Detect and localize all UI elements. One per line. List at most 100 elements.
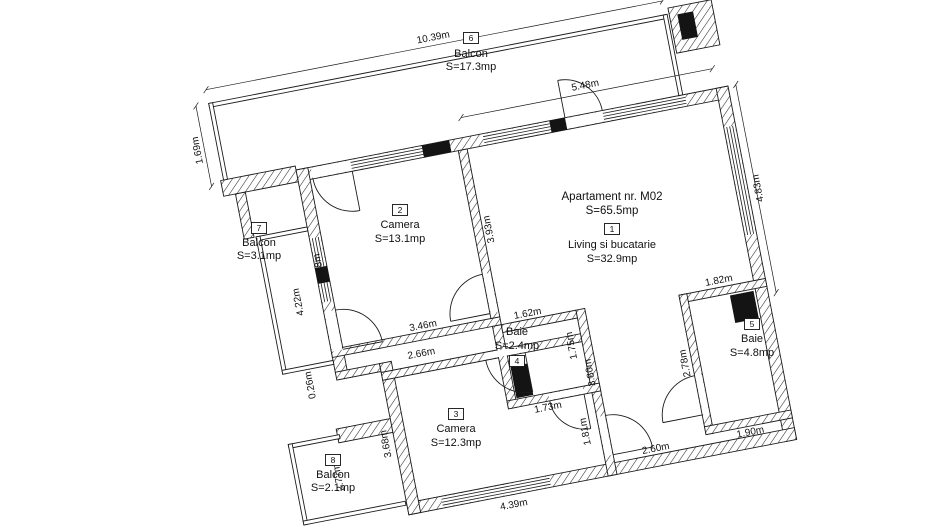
room-label-balcon-6: 6 Balcon S=17.3mp xyxy=(446,32,496,73)
dim-3-80: 3.80m xyxy=(583,358,599,387)
shaft-baie5 xyxy=(729,290,759,323)
room-number-box-7 xyxy=(251,222,267,234)
room-number-box-8 xyxy=(325,454,341,466)
room-label-balcon-7: 7 Balcon S=3.1mp xyxy=(237,222,281,262)
dim-3-46: 3.46m xyxy=(408,318,437,334)
room-name-baie-4: Baie xyxy=(506,326,528,338)
room-number-1: 1 xyxy=(610,224,615,234)
room-number-7: 7 xyxy=(257,223,262,233)
room-number-box-3 xyxy=(448,408,464,420)
room-number-8: 8 xyxy=(331,455,336,465)
room-name-balcon-6: Balcon xyxy=(454,48,488,60)
door-openings xyxy=(310,111,710,457)
dim-5-48: 5.48m xyxy=(571,78,600,94)
room-number-box-1 xyxy=(604,223,620,235)
apartment-area: S=65.5mp xyxy=(586,205,639,217)
door-camera2-entry xyxy=(449,273,491,322)
window-living-top-2 xyxy=(602,95,687,122)
window-living-right xyxy=(724,125,756,236)
room-number-box-4 xyxy=(509,355,525,367)
wall-camera2-bottom xyxy=(330,316,502,359)
wall-baie4-top xyxy=(500,309,578,334)
dim-4-83: 4.83m xyxy=(750,173,766,202)
dim-4-39: 4.39m xyxy=(499,497,528,513)
dim-3-88: 3.88m xyxy=(311,253,327,282)
room-label-camera-3: 3 Camera S=12.3mp xyxy=(431,408,481,449)
dim-1-81: 1.81m xyxy=(578,417,594,446)
room-area-living: S=32.9mp xyxy=(587,253,637,265)
door-baie4 xyxy=(549,394,592,430)
room-label-baie-5: 5 Baie S=4.8mp xyxy=(730,318,774,359)
door-camera3-entry xyxy=(485,352,534,394)
room-area-balcon-6: S=17.3mp xyxy=(446,61,496,73)
dim-0-26: 0.26m xyxy=(303,370,319,399)
pier-top-1 xyxy=(421,140,452,158)
dim-1-73: 1.73m xyxy=(533,400,562,416)
room-name-balcon-7: Balcon xyxy=(242,237,276,249)
door-arcs xyxy=(312,79,703,456)
pier-top-2 xyxy=(549,117,568,133)
room-area-camera-3: S=12.3mp xyxy=(431,437,481,449)
room-area-balcon-7: S=3.1mp xyxy=(237,250,281,262)
room-area-camera-2: S=13.1mp xyxy=(375,233,425,245)
room-label-living: Apartament nr. M02 S=65.5mp 1 Living si … xyxy=(562,191,663,265)
room-area-balcon-8: S=2.1mp xyxy=(311,482,355,494)
dim-1-82: 1.82m xyxy=(704,273,733,289)
door-living-hall xyxy=(605,414,653,456)
apartment-title: Apartament nr. M02 xyxy=(562,191,663,203)
room-name-balcon-8: Balcon xyxy=(316,469,350,481)
room-number-3: 3 xyxy=(454,409,459,419)
dim-1-75: 1.75m xyxy=(564,331,580,360)
window-camera3-bottom xyxy=(441,476,552,508)
room-labels: Apartament nr. M02 S=65.5mp 1 Living si … xyxy=(237,32,774,494)
wall-balcony-corner xyxy=(220,165,299,197)
room-name-camera-2: Camera xyxy=(380,219,420,231)
windows xyxy=(310,95,756,508)
wall-baie5-bottom xyxy=(703,409,793,436)
wall-balcony-left-link xyxy=(234,191,255,240)
dim-3-68: 3.68m xyxy=(378,429,394,458)
room-number-box-6 xyxy=(463,32,479,44)
shaft-inner-top-right xyxy=(677,11,698,40)
room-label-camera-2: 2 Camera S=13.1mp xyxy=(375,204,425,245)
balcony-railings xyxy=(208,13,684,526)
room-number-5: 5 xyxy=(750,319,755,329)
dim-3-93: 3.93m xyxy=(481,215,497,244)
dim-1-69: 1.69m xyxy=(190,136,206,165)
room-name-camera-3: Camera xyxy=(436,423,476,435)
window-camera2-top xyxy=(350,146,424,171)
rail-balcony8-bottom xyxy=(302,500,407,526)
room-number-2: 2 xyxy=(398,205,403,215)
room-number-box-5 xyxy=(744,318,760,330)
rail-balcony7-bottom xyxy=(281,359,335,375)
room-number-4: 4 xyxy=(515,356,520,366)
room-name-baie-5: Baie xyxy=(741,333,763,345)
wall-camera3-left xyxy=(378,360,422,516)
solid-piers xyxy=(315,11,759,399)
room-label-balcon-8: 8 Balcon S=2.1mp xyxy=(311,454,355,494)
door-living-balcony xyxy=(557,79,603,118)
dimension-lines xyxy=(193,0,779,297)
shaft-baie4 xyxy=(510,363,534,399)
room-label-baie-4: Baie S=2.4mp 4 xyxy=(495,326,539,367)
window-living-top-1 xyxy=(482,121,552,145)
dim-1-90: 1.90m xyxy=(736,425,765,441)
rail-balcony6-left xyxy=(208,102,229,181)
room-number-box-2 xyxy=(392,204,408,216)
plan-geometry: 10.39m 1.69m 5.48m 4.83m 3.93m 3.88m 4.2… xyxy=(190,0,798,526)
dimension-labels: 10.39m 1.69m 5.48m 4.83m 3.93m 3.88m 4.2… xyxy=(190,29,767,513)
door-camera2-balcony7 xyxy=(335,308,383,350)
room-number-6: 6 xyxy=(469,33,474,43)
dim-2-60: 2.60m xyxy=(641,441,670,457)
room-area-baie-4: S=2.4mp xyxy=(495,340,539,352)
dim-2-78: 2.78m xyxy=(677,349,693,378)
door-baie5 xyxy=(661,375,703,424)
room-name-living: Living si bucatarie xyxy=(568,239,656,251)
dim-2-77: 2.77m xyxy=(331,463,347,492)
dim-1-62: 1.62m xyxy=(513,306,542,322)
wall-camera3-top xyxy=(380,333,583,381)
dim-4-22: 4.22m xyxy=(291,287,307,316)
room-area-baie-5: S=4.8mp xyxy=(730,347,774,359)
